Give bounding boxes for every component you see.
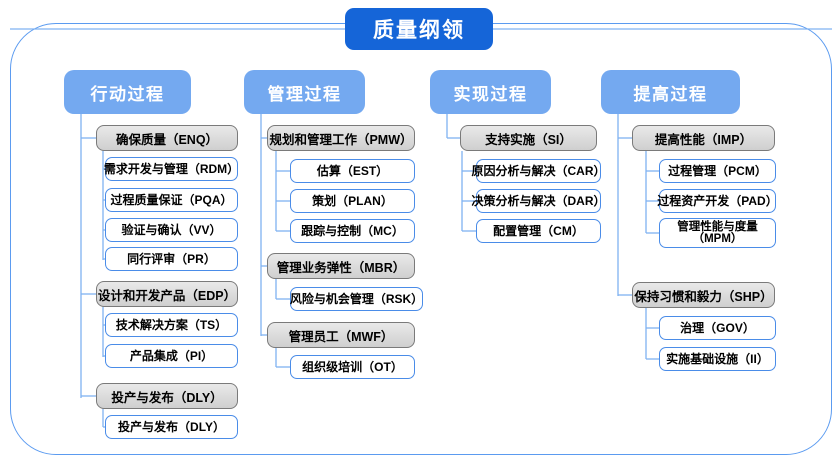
item-box-pi[interactable]: 产品集成（PI） [105,344,238,368]
group-box-mwf[interactable]: 管理员工（MWF） [267,322,415,348]
group-box-enq[interactable]: 确保质量（ENQ） [96,125,238,151]
item-box-mpm[interactable]: 管理性能与度量 （MPM） [659,218,776,248]
column-header-improvement[interactable]: 提高过程 [601,70,740,114]
item-box-gov[interactable]: 治理（GOV） [659,316,776,340]
item-box-car[interactable]: 原因分析与解决（CAR） [472,159,606,183]
item-box-pcm[interactable]: 过程管理（PCM） [659,159,776,183]
column-header-realization[interactable]: 实现过程 [430,70,551,114]
item-box-rdm[interactable]: 需求开发与管理（RDM） [104,157,239,181]
item-box-ii[interactable]: 实施基础设施（II） [659,347,776,371]
group-box-dly[interactable]: 投产与发布（DLY） [96,383,238,409]
group-box-pmw[interactable]: 规划和管理工作（PMW） [267,125,415,151]
item-box-rsk[interactable]: 风险与机会管理（RSK） [290,287,423,311]
item-box-dly[interactable]: 投产与发布（DLY） [105,415,238,439]
item-box-ts[interactable]: 技术解决方案（TS） [105,313,238,337]
item-box-plan[interactable]: 策划（PLAN） [290,189,415,213]
group-box-si[interactable]: 支持实施（SI） [460,125,597,151]
item-box-cm[interactable]: 配置管理（CM） [476,219,601,243]
page-title: 质量纲领 [345,8,493,50]
item-box-ot[interactable]: 组织级培训（OT） [290,355,415,379]
group-box-imp[interactable]: 提高性能（IMP） [632,125,775,151]
column-header-action[interactable]: 行动过程 [64,70,191,114]
item-box-pad[interactable]: 过程资产开发（PAD） [657,189,778,213]
group-box-edp[interactable]: 设计和开发产品（EDP） [96,281,238,307]
column-header-management[interactable]: 管理过程 [244,70,365,114]
group-box-shp[interactable]: 保持习惯和毅力（SHP） [632,282,775,308]
item-box-est[interactable]: 估算（EST） [290,159,415,183]
item-box-pr[interactable]: 同行评审（PR） [105,247,238,271]
item-box-pqa[interactable]: 过程质量保证（PQA） [105,188,238,212]
item-box-mc[interactable]: 跟踪与控制（MC） [290,219,415,243]
item-box-vv[interactable]: 验证与确认（VV） [105,218,238,242]
group-box-mbr[interactable]: 管理业务弹性（MBR） [267,253,415,279]
item-box-dar[interactable]: 决策分析与解决（DAR） [472,189,606,213]
